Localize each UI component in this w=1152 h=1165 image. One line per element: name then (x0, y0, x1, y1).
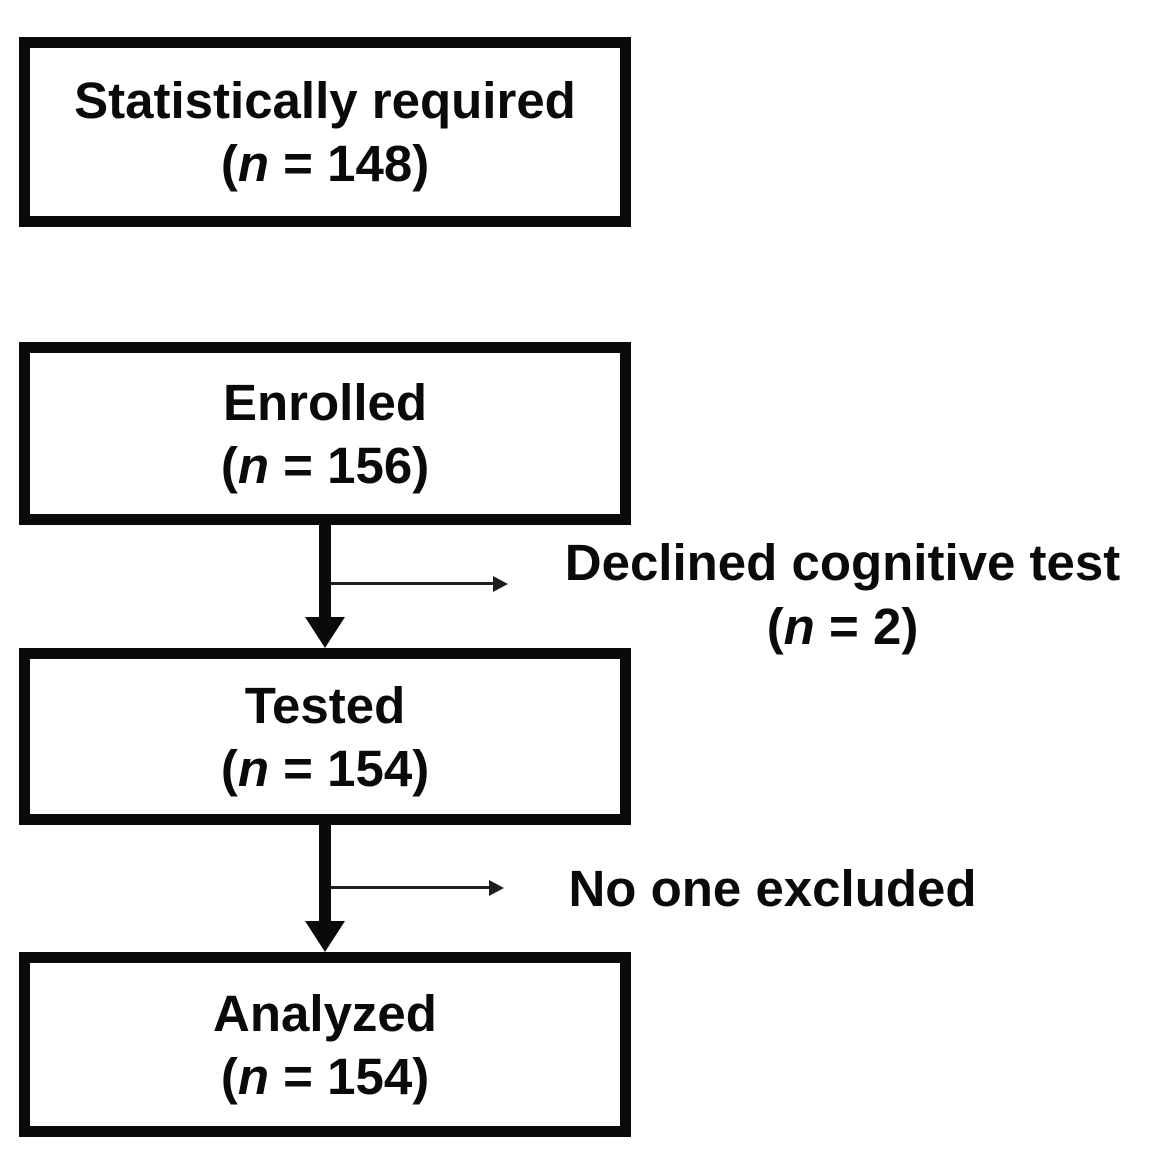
n-symbol: n (783, 598, 815, 655)
box-title: Enrolled (222, 373, 428, 431)
n-symbol: n (237, 739, 269, 797)
paren-open: ( (766, 598, 784, 655)
note-no-one-excluded: No one excluded (550, 857, 995, 921)
box-count: (n = 148) (221, 132, 429, 195)
note-line: Declined cognitive test (564, 534, 1121, 591)
box-title: Tested (244, 676, 406, 734)
paren-open: ( (220, 135, 238, 192)
paren-close: ) (412, 1047, 430, 1105)
box-count: (n = 154) (221, 737, 429, 800)
box-title: Analyzed (213, 984, 437, 1042)
arrow-shaft (319, 825, 331, 921)
branch-arrow-excluded (331, 879, 504, 896)
note-declined-cognitive-test: Declined cognitive test (n = 2) (550, 531, 1135, 659)
arrow-tested-to-analyzed (305, 825, 345, 952)
arrow-right-icon (493, 575, 508, 592)
note-count: (n = 2) (550, 595, 1135, 659)
n-value: 154 (327, 1047, 413, 1105)
paren-close: ) (412, 739, 430, 797)
box-enrolled: Enrolled (n = 156) (19, 342, 631, 525)
paren-open: ( (220, 1047, 238, 1105)
arrow-enrolled-to-tested (305, 525, 345, 648)
arrow-shaft (319, 525, 331, 617)
branch-line (331, 582, 493, 585)
paren-close: ) (901, 598, 919, 655)
branch-line (331, 886, 489, 889)
n-value: 2 (872, 598, 902, 655)
n-value: 154 (327, 739, 413, 797)
box-tested: Tested (n = 154) (19, 648, 631, 825)
equals-sign: = (268, 1047, 328, 1105)
arrow-down-icon (305, 921, 345, 952)
paren-open: ( (220, 436, 238, 494)
note-line: No one excluded (568, 860, 977, 917)
branch-arrow-declined (331, 575, 508, 592)
equals-sign: = (268, 436, 328, 494)
n-symbol: n (237, 1047, 269, 1105)
box-count: (n = 154) (221, 1045, 429, 1108)
n-value: 156 (327, 436, 413, 494)
box-title: Statistically required (74, 72, 576, 129)
equals-sign: = (814, 598, 873, 655)
equals-sign: = (268, 135, 328, 192)
paren-close: ) (412, 135, 430, 192)
n-symbol: n (237, 135, 269, 192)
paren-close: ) (412, 436, 430, 494)
arrow-right-icon (489, 879, 504, 896)
box-count: (n = 156) (221, 434, 429, 497)
box-statistically-required: Statistically required (n = 148) (19, 37, 631, 227)
n-value: 148 (327, 135, 413, 192)
arrow-down-icon (305, 617, 345, 648)
box-analyzed: Analyzed (n = 154) (19, 952, 631, 1137)
n-symbol: n (237, 436, 269, 494)
paren-open: ( (220, 739, 238, 797)
equals-sign: = (268, 739, 328, 797)
